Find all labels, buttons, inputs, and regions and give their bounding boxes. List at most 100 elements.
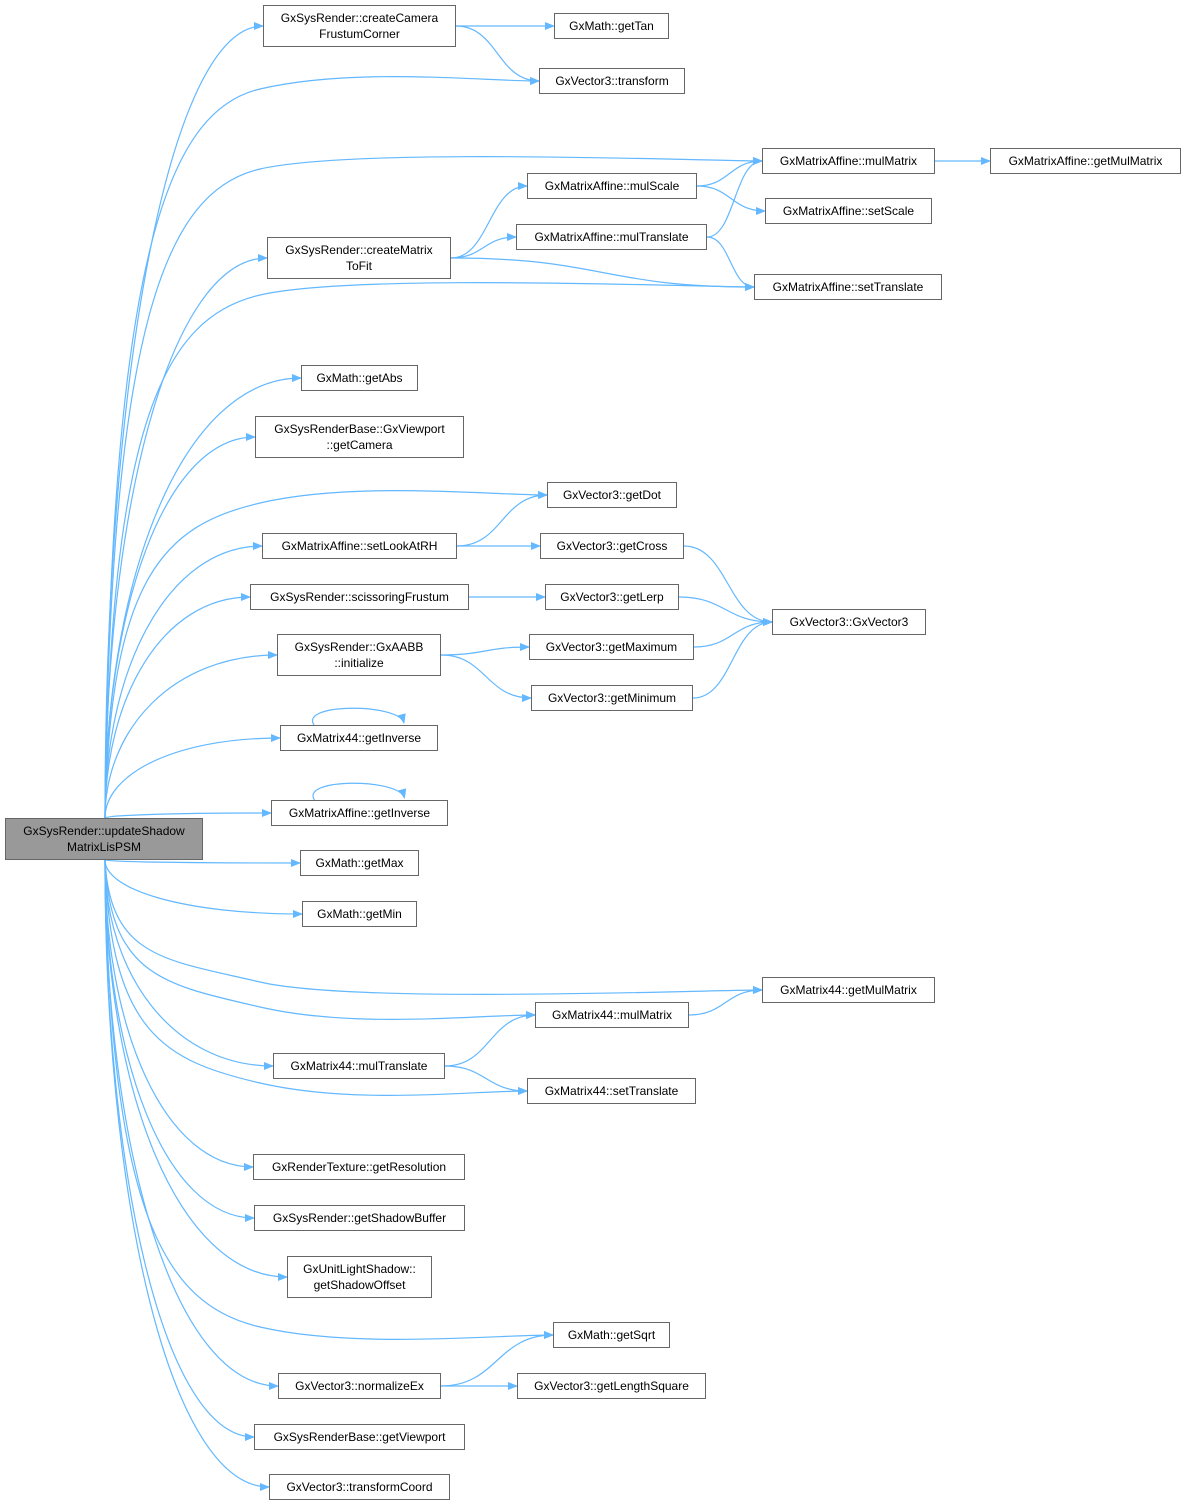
node-get-lerp[interactable]: GxVector3::getLerp bbox=[545, 584, 679, 610]
node-label: GxMatrixAffine::setLookAtRH bbox=[281, 539, 438, 553]
node-aff-set-scale[interactable]: GxMatrixAffine::setScale bbox=[765, 198, 932, 224]
node-aff-get-mul-matrix[interactable]: GxMatrixAffine::getMulMatrix bbox=[990, 148, 1181, 174]
node-aff-get-inverse[interactable]: GxMatrixAffine::getInverse bbox=[271, 800, 448, 826]
edge-aabb-init-to-get-maximum bbox=[440, 643, 530, 656]
node-label: GxMatrixAffine::mulScale bbox=[544, 179, 680, 193]
edge-create-camera-frustum-corner-to-transform bbox=[455, 25, 540, 85]
node-label: GxVector3::getMinimum bbox=[547, 691, 677, 705]
node-label: GxMath::getMax bbox=[315, 856, 404, 870]
node-get-viewport[interactable]: GxSysRenderBase::getViewport bbox=[254, 1424, 465, 1450]
node-m44-mul-matrix[interactable]: GxMatrix44::mulMatrix bbox=[535, 1002, 689, 1028]
node-transform-coord[interactable]: GxVector3::transformCoord bbox=[269, 1474, 450, 1500]
node-get-max[interactable]: GxMath::getMax bbox=[300, 850, 419, 876]
node-transform[interactable]: GxVector3::transform bbox=[539, 68, 685, 94]
edge-root-to-transform bbox=[104, 76, 540, 819]
node-get-minimum[interactable]: GxVector3::getMinimum bbox=[531, 685, 693, 711]
node-m44-mul-translate[interactable]: GxMatrix44::mulTranslate bbox=[273, 1053, 445, 1079]
node-label: GxMath::getAbs bbox=[316, 371, 403, 385]
node-set-look-at-rh[interactable]: GxMatrixAffine::setLookAtRH bbox=[262, 533, 457, 559]
node-get-abs[interactable]: GxMath::getAbs bbox=[301, 365, 418, 391]
node-get-camera[interactable]: GxSysRenderBase::GxViewport::getCamera bbox=[255, 416, 464, 458]
node-label: getShadowOffset bbox=[313, 1278, 406, 1292]
node-label: GxSysRenderBase::GxViewport bbox=[274, 422, 445, 436]
edge-root-to-m44-get-mul-matrix bbox=[104, 859, 763, 995]
node-label: GxVector3::transform bbox=[555, 74, 669, 88]
node-get-cross[interactable]: GxVector3::getCross bbox=[540, 533, 684, 559]
edge-root-to-m44-set-translate bbox=[104, 859, 528, 1096]
node-label: GxVector3::getCross bbox=[556, 539, 668, 553]
node-m44-get-inverse[interactable]: GxMatrix44::getInverse bbox=[280, 725, 438, 751]
node-label: GxMatrixAffine::setScale bbox=[782, 204, 915, 218]
node-get-sqrt[interactable]: GxMath::getSqrt bbox=[553, 1322, 670, 1348]
node-label: ::getCamera bbox=[326, 438, 393, 452]
edge-get-cross-to-vec3ctor bbox=[683, 545, 773, 626]
node-get-maximum[interactable]: GxVector3::getMaximum bbox=[529, 634, 694, 660]
node-m44-set-translate[interactable]: GxMatrix44::setTranslate bbox=[527, 1078, 696, 1104]
edge-root-to-get-max bbox=[104, 858, 301, 867]
node-label: ::initialize bbox=[334, 656, 384, 670]
node-vec3ctor[interactable]: GxVector3::GxVector3 bbox=[772, 609, 926, 635]
node-get-length-square[interactable]: GxVector3::getLengthSquare bbox=[517, 1373, 706, 1399]
edge-root-to-aabb-init bbox=[104, 651, 278, 819]
node-label: MatrixLisPSM bbox=[66, 840, 141, 854]
node-label: GxMatrix44::mulMatrix bbox=[551, 1008, 673, 1022]
edge-aff-get-inverse-to-aff-get-inverse bbox=[312, 782, 407, 801]
edge-normalize-ex-to-get-sqrt bbox=[440, 1331, 554, 1387]
node-label: GxSysRenderBase::getViewport bbox=[273, 1430, 446, 1444]
node-label: GxMatrixAffine::setTranslate bbox=[772, 280, 924, 294]
node-label: GxSysRender::createMatrix bbox=[285, 243, 433, 257]
node-label: GxVector3::getLerp bbox=[560, 590, 664, 604]
edge-root-to-get-min bbox=[104, 859, 303, 918]
edge-root-to-m44-mul-matrix bbox=[104, 859, 536, 1020]
edge-root-to-aff-set-translate bbox=[104, 282, 755, 819]
node-label: GxVector3::getMaximum bbox=[545, 640, 678, 654]
node-label: GxMatrix44::mulTranslate bbox=[290, 1059, 428, 1073]
node-label: GxMatrixAffine::mulTranslate bbox=[534, 230, 689, 244]
node-label: ToFit bbox=[345, 259, 372, 273]
node-normalize-ex[interactable]: GxVector3::normalizeEx bbox=[278, 1373, 441, 1399]
node-aff-mul-matrix[interactable]: GxMatrixAffine::mulMatrix bbox=[762, 148, 935, 174]
node-get-tan[interactable]: GxMath::getTan bbox=[554, 13, 669, 39]
node-get-shadow-buffer[interactable]: GxSysRender::getShadowBuffer bbox=[254, 1205, 465, 1231]
node-label: GxMath::getMin bbox=[317, 907, 402, 921]
node-get-shadow-offset[interactable]: GxUnitLightShadow::getShadowOffset bbox=[287, 1256, 432, 1298]
edge-m44-get-inverse-to-m44-get-inverse bbox=[311, 707, 406, 726]
node-label: GxMatrix44::getInverse bbox=[296, 731, 422, 745]
edge-root-to-transform-coord bbox=[104, 859, 270, 1491]
edge-create-matrix-to-fit-to-aff-set-translate bbox=[450, 257, 755, 291]
edge-root-to-normalize-ex bbox=[104, 859, 279, 1390]
edge-root-to-get-resolution bbox=[104, 859, 254, 1171]
node-label: FrustumCorner bbox=[319, 27, 400, 41]
node-label: GxSysRender::GxAABB bbox=[294, 640, 424, 654]
edge-set-look-at-rh-to-get-dot bbox=[456, 491, 548, 547]
edge-root-to-aff-mul-matrix bbox=[104, 156, 763, 819]
node-aff-set-translate[interactable]: GxMatrixAffine::setTranslate bbox=[754, 274, 942, 300]
node-label: GxVector3::getLengthSquare bbox=[534, 1379, 689, 1393]
node-get-dot[interactable]: GxVector3::getDot bbox=[547, 482, 677, 508]
node-label: GxMatrixAffine::getInverse bbox=[288, 806, 431, 820]
node-scissoring-frustum[interactable]: GxSysRender::scissoringFrustum bbox=[250, 584, 469, 610]
node-aff-mul-translate[interactable]: GxMatrixAffine::mulTranslate bbox=[516, 224, 707, 250]
node-aff-mul-scale[interactable]: GxMatrixAffine::mulScale bbox=[527, 173, 697, 199]
edge-root-to-get-sqrt bbox=[104, 859, 554, 1340]
node-label: GxUnitLightShadow:: bbox=[303, 1262, 416, 1276]
edge-get-maximum-to-vec3ctor bbox=[693, 618, 773, 648]
node-aabb-init[interactable]: GxSysRender::GxAABB::initialize bbox=[277, 634, 441, 676]
edge-m44-mul-translate-to-m44-set-translate bbox=[444, 1065, 528, 1095]
edge-root-to-m44-mul-translate bbox=[104, 859, 274, 1070]
node-get-min[interactable]: GxMath::getMin bbox=[302, 901, 417, 927]
edge-aff-mul-translate-to-aff-mul-matrix bbox=[706, 157, 763, 238]
node-label: GxMatrixAffine::mulMatrix bbox=[779, 154, 918, 168]
edge-root-to-m44-get-inverse bbox=[104, 734, 281, 819]
node-get-resolution[interactable]: GxRenderTexture::getResolution bbox=[253, 1154, 465, 1180]
node-label: GxMatrix44::getMulMatrix bbox=[780, 983, 917, 997]
node-m44-get-mul-matrix[interactable]: GxMatrix44::getMulMatrix bbox=[762, 977, 935, 1003]
node-label: GxSysRender::createCamera bbox=[280, 11, 439, 25]
edge-create-matrix-to-fit-to-aff-mul-translate bbox=[450, 233, 517, 259]
node-label: GxSysRender::updateShadow bbox=[23, 824, 185, 838]
edge-root-to-scissoring-frustum bbox=[104, 593, 251, 819]
edge-root-to-set-look-at-rh bbox=[104, 542, 263, 819]
